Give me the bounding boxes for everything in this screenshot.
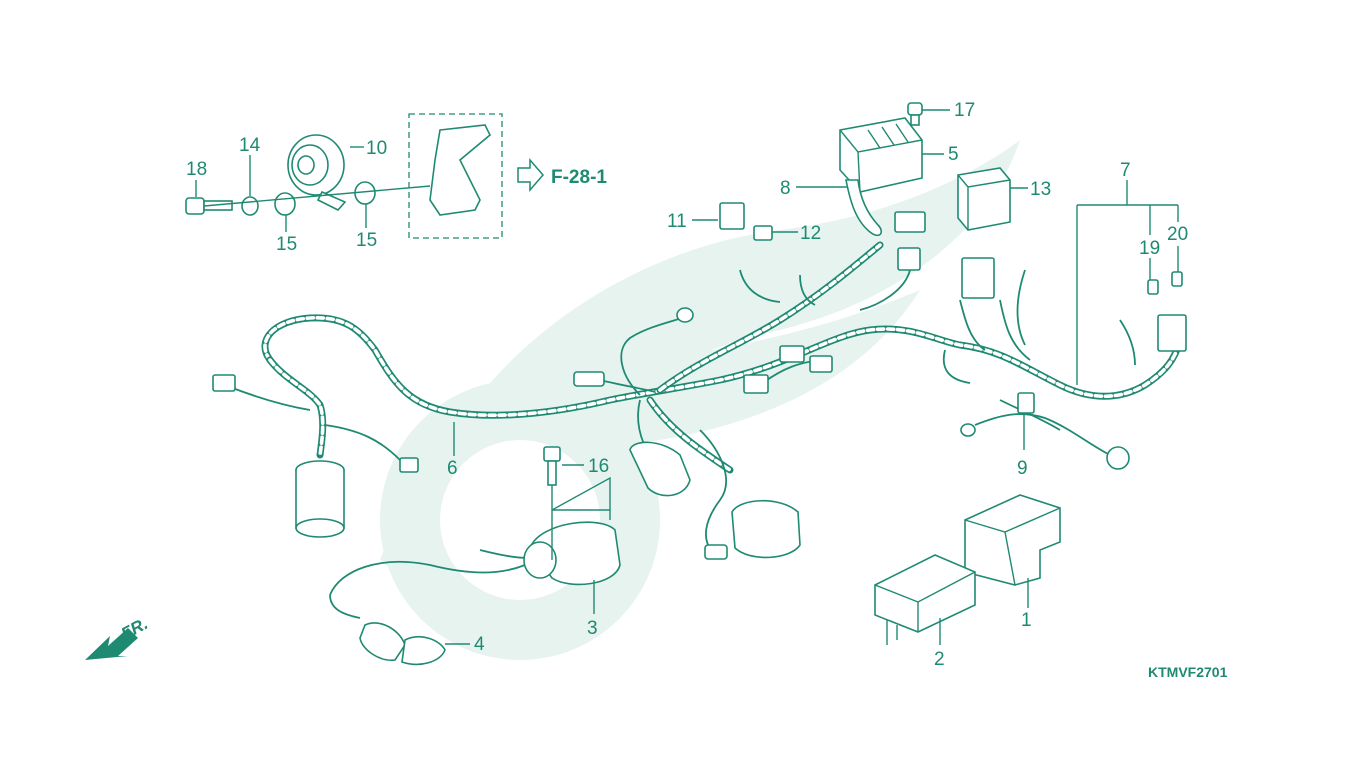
- callout-11: 11: [667, 211, 687, 232]
- part-11-relay: [719, 202, 745, 230]
- part-10-horn: [287, 134, 347, 211]
- part-13-relay: [957, 167, 1011, 231]
- callout-9: 9: [1017, 458, 1028, 479]
- callout-1: 1: [1021, 610, 1032, 631]
- callout-18: 18: [186, 159, 207, 180]
- main-wire-harness: [261, 241, 1184, 474]
- part-2-box: [874, 554, 976, 645]
- reference-arrow: [517, 157, 544, 193]
- callout-3: 3: [587, 618, 598, 639]
- part-1-box: [964, 494, 1061, 586]
- callout-4: 4: [474, 634, 485, 655]
- callout-20: 20: [1167, 224, 1188, 245]
- callout-13: 13: [1030, 179, 1051, 200]
- callout-6: 6: [447, 458, 458, 479]
- callout-2: 2: [934, 649, 945, 670]
- reference-label: F-28-1: [551, 167, 607, 188]
- callout-15-b: 15: [356, 230, 377, 251]
- callout-10: 10: [366, 138, 387, 159]
- part-17-bolt: [907, 102, 923, 126]
- part-12-fuse: [753, 225, 773, 241]
- reference-bracket-box: [408, 113, 503, 239]
- part-9-sub-harness: [960, 392, 1130, 470]
- callout-12: 12: [800, 223, 821, 244]
- callout-19: 19: [1139, 238, 1160, 259]
- front-direction-arrow-icon: [85, 628, 138, 660]
- part-14-washer: [241, 196, 259, 216]
- callout-5: 5: [948, 144, 959, 165]
- part-5-regulator: [839, 117, 923, 193]
- part-8-band: [845, 179, 882, 237]
- callout-8: 8: [780, 178, 791, 199]
- part-15-collar-a: [274, 192, 296, 216]
- part-7-connectors: [894, 211, 1187, 352]
- diagram-code: KTMVF2701: [1148, 664, 1228, 680]
- part-18-bolt: [185, 197, 233, 215]
- leader-lines: [195, 109, 1179, 645]
- callout-7: 7: [1120, 160, 1131, 181]
- callout-17: 17: [954, 100, 975, 121]
- part-4-plug-cap: [359, 622, 446, 666]
- callout-15-a: 15: [276, 234, 297, 255]
- callout-16: 16: [588, 456, 609, 477]
- part-6-components: [212, 307, 833, 560]
- callout-14: 14: [239, 135, 261, 156]
